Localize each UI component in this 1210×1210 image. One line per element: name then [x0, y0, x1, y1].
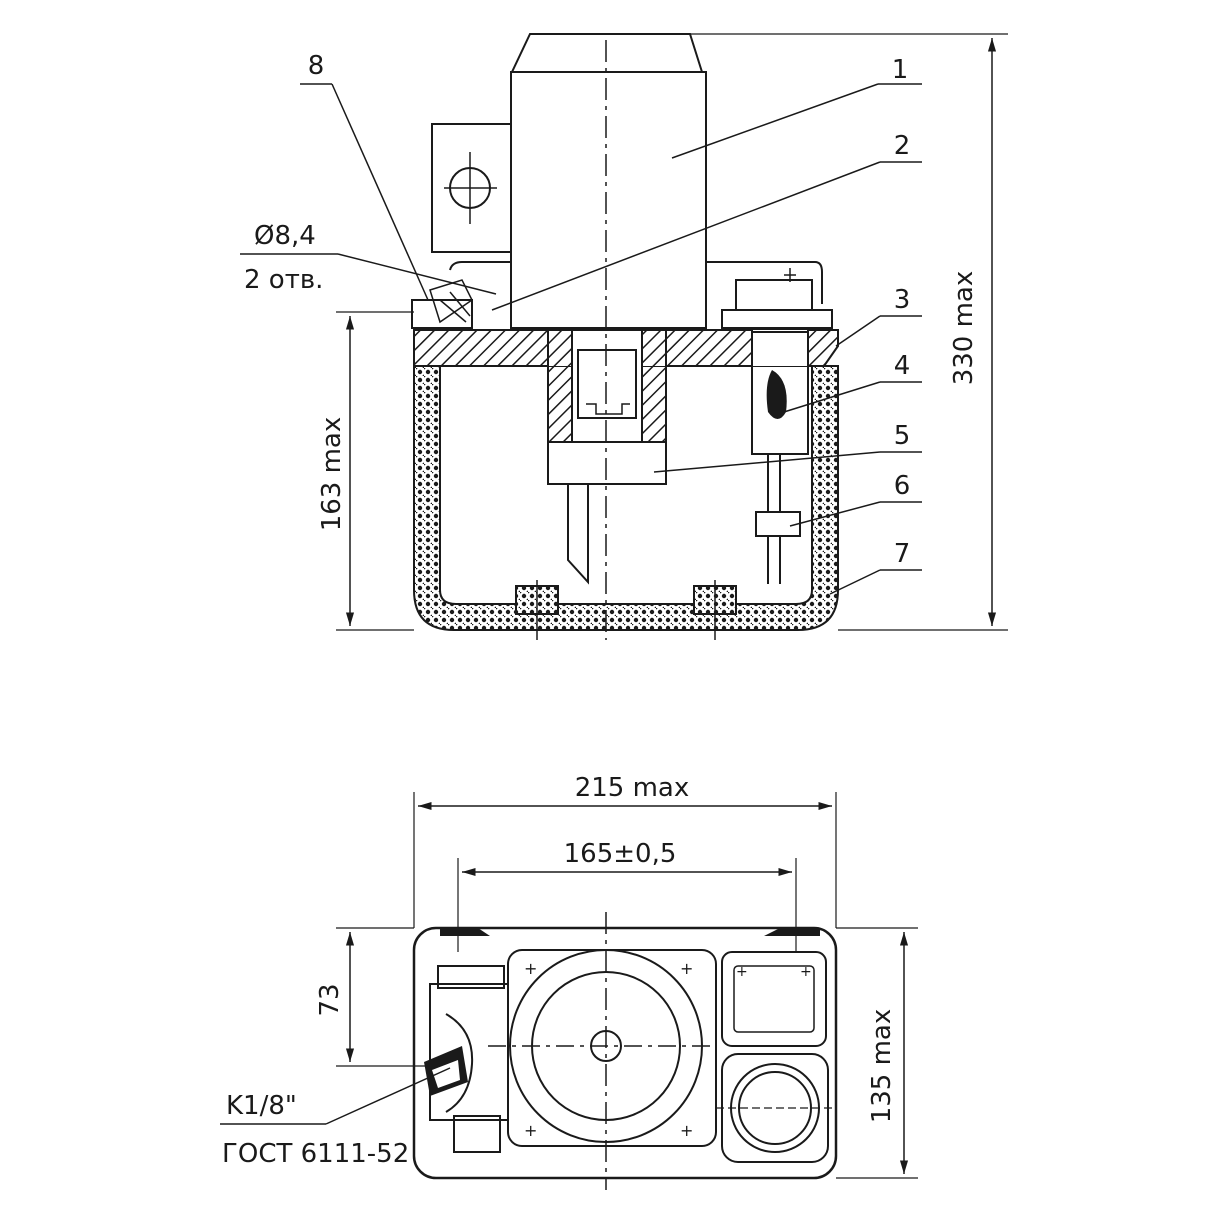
callout-7-number: 7 — [894, 539, 911, 569]
plus-mark-5: + — [736, 964, 748, 980]
callout-2: 2 — [491, 131, 922, 311]
top-view-outline — [412, 926, 838, 1180]
height-body-label: 163 max — [317, 417, 347, 532]
plus-mark-2: + — [680, 959, 693, 978]
callout-7: 7 — [829, 539, 922, 595]
dimension-width-total: 215 max — [413, 773, 837, 928]
valve-core — [547, 329, 667, 585]
float-switch — [751, 331, 809, 584]
coil-housing — [411, 33, 833, 329]
hole-count-label: 2 отв. — [244, 265, 323, 295]
dimension-depth-total: 135 max — [836, 927, 918, 1179]
width-total-label: 215 max — [575, 773, 690, 803]
plus-mark-3: + — [524, 1121, 537, 1140]
callout-5: 5 — [653, 421, 922, 473]
callout-6-number: 6 — [894, 471, 911, 501]
callout-2-number: 2 — [894, 131, 911, 161]
plus-mark-6: + — [800, 964, 812, 980]
hole-spacing-label: 165±0,5 — [564, 839, 677, 869]
callout-1-number: 1 — [892, 55, 909, 85]
standard-label: ГОСТ 6111-52 — [222, 1139, 409, 1169]
dimension-hole-spacing: 165±0,5 — [457, 839, 797, 952]
float-housing — [716, 1053, 834, 1163]
offset-label: 73 — [315, 983, 345, 1016]
top-view: + + + + + + 215 max — [220, 773, 918, 1190]
dimension-height-total: 330 max — [690, 33, 1008, 631]
thread-label: K1/8" — [226, 1091, 297, 1121]
callout-8-number: 8 — [308, 51, 325, 81]
terminal-box: + + — [721, 951, 827, 1047]
hole-diameter-label: Ø8,4 — [254, 221, 316, 251]
hole-note: Ø8,4 2 отв. — [240, 221, 497, 295]
callout-8: 8 — [300, 51, 429, 301]
plus-mark-1: + — [524, 959, 537, 978]
thread-note: K1/8" ГОСТ 6111-52 — [220, 1067, 451, 1169]
plus-mark-4: + — [680, 1121, 693, 1140]
dimension-offset: 73 — [315, 927, 432, 1067]
callout-4: 4 — [783, 351, 922, 413]
callout-3: 3 — [835, 285, 922, 347]
height-total-label: 330 max — [949, 271, 979, 386]
dimension-height-body: 163 max — [317, 311, 414, 631]
callout-4-number: 4 — [894, 351, 911, 381]
callout-5-number: 5 — [894, 421, 911, 451]
callout-6: 6 — [789, 471, 922, 527]
side-view: 330 max 163 max Ø8,4 2 отв. 8 1 — [240, 33, 1008, 640]
callout-1: 1 — [671, 55, 922, 159]
coil-top: + + + + — [507, 949, 717, 1147]
callout-3-number: 3 — [894, 285, 911, 315]
depth-total-label: 135 max — [867, 1009, 897, 1124]
left-bracket — [424, 965, 509, 1153]
tank-body — [413, 365, 839, 640]
